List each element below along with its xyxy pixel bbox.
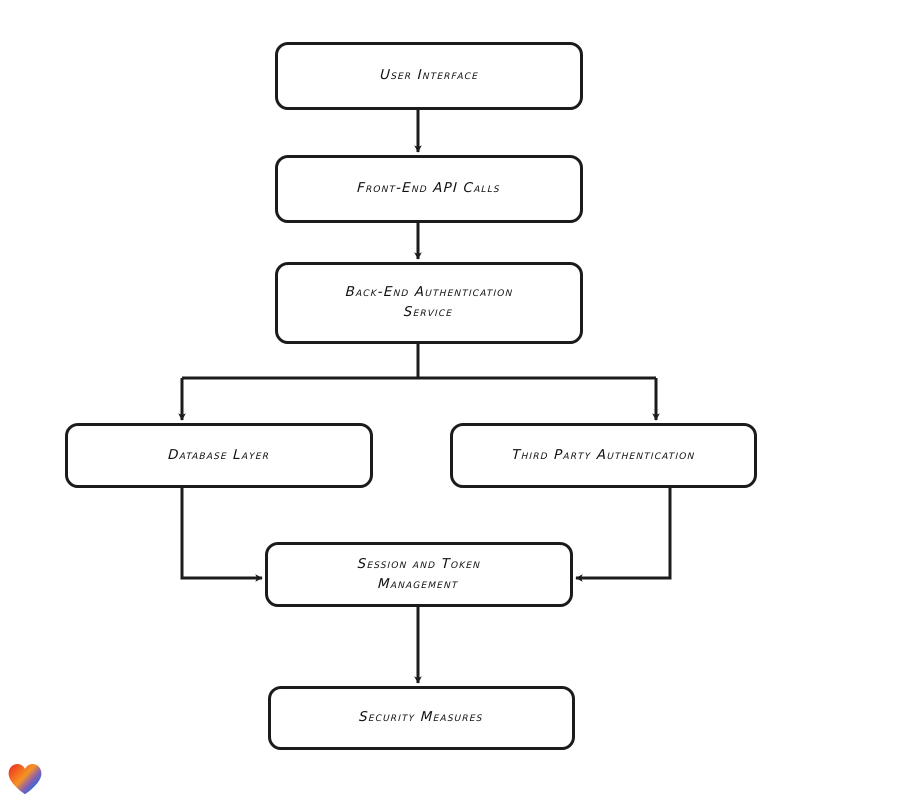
- node-label-user-interface: User Interface: [379, 67, 479, 84]
- node-session-and-token-management[interactable]: Session and Token Management: [265, 542, 573, 607]
- node-frontend-api-calls[interactable]: Front-End API Calls: [275, 155, 583, 223]
- node-label-database-layer: Database Layer: [167, 446, 271, 463]
- node-database-layer[interactable]: Database Layer: [65, 423, 373, 488]
- node-third-party-authentication[interactable]: Third Party Authentication: [450, 423, 757, 488]
- node-security-measures[interactable]: Security Measures: [268, 686, 575, 750]
- node-label-third-party-authentication: Third Party Authentication: [511, 446, 696, 463]
- node-label-frontend-api-calls: Front-End API Calls: [356, 180, 502, 197]
- node-label-backend-authentication-service: Back-End Authentication Service: [345, 284, 514, 320]
- edge-third-party-auth-to-session-token: [575, 488, 672, 582]
- node-user-interface[interactable]: User Interface: [275, 42, 583, 110]
- edge-database-layer-to-session-token: [180, 488, 263, 582]
- heart-logo-icon: [8, 764, 42, 795]
- node-label-security-measures: Security Measures: [358, 709, 485, 726]
- node-label-session-and-token-management: Session and Token Management: [357, 555, 482, 592]
- node-backend-authentication-service[interactable]: Back-End Authentication Service: [275, 262, 583, 344]
